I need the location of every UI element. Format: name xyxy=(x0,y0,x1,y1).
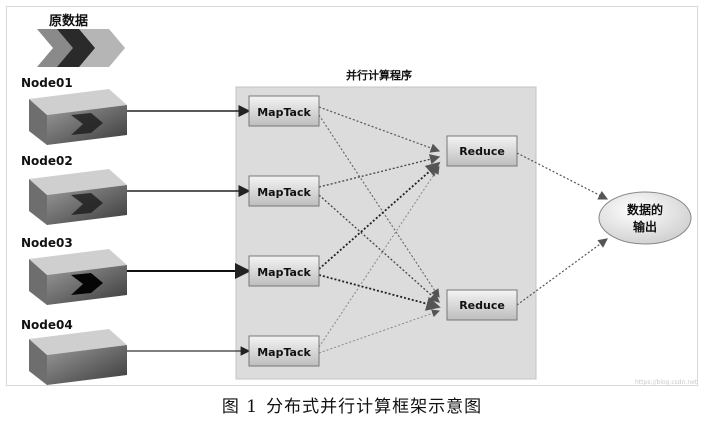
map1-to-reduce2-arrow xyxy=(318,114,440,298)
reduce2-to-output-arrow xyxy=(516,238,608,306)
node03-server-icon xyxy=(29,249,127,305)
map-task-3: MapTack xyxy=(248,255,320,287)
map4-to-reduce1-arrow xyxy=(318,166,440,348)
map3-to-reduce2-arrow xyxy=(318,274,441,311)
map-task-2-label: MapTack xyxy=(257,186,311,199)
map-task-1: MapTack xyxy=(248,95,320,127)
figure-number: 图 1 xyxy=(221,397,259,417)
mapreduce-diagram: 并行计算程序 原数据 xyxy=(21,13,692,385)
node02-label: Node02 xyxy=(21,154,73,168)
map-task-1-label: MapTack xyxy=(257,106,311,119)
source-label: 原数据 xyxy=(49,13,88,29)
node04-server-icon xyxy=(29,329,127,385)
map2-to-reduce1-arrow xyxy=(318,154,441,188)
reduce-task-1-label: Reduce xyxy=(459,145,505,158)
watermark: https://blog.csdn.net xyxy=(635,379,698,386)
output-node: 数据的 输出 xyxy=(598,191,692,245)
map-task-2: MapTack xyxy=(248,175,320,207)
reduce-task-2: Reduce xyxy=(446,289,518,321)
node03-label: Node03 xyxy=(21,236,73,250)
map-task-4: MapTack xyxy=(248,335,320,367)
node02-server-icon xyxy=(29,169,127,225)
shuffle-arrows xyxy=(318,106,609,354)
output-label-line1: 数据的 xyxy=(627,202,663,217)
reduce-task-1: Reduce xyxy=(446,135,518,167)
program-label: 并行计算程序 xyxy=(346,68,412,82)
map-task-4-label: MapTack xyxy=(257,346,311,359)
map4-to-reduce2-arrow xyxy=(318,309,440,354)
node01-label: Node01 xyxy=(21,76,73,90)
figure-caption: 图 1 分布式并行计算框架示意图 xyxy=(0,392,704,417)
program-region xyxy=(235,86,537,380)
figure-frame: 并行计算程序 原数据 xyxy=(6,6,698,386)
figure-caption-text: 分布式并行计算框架示意图 xyxy=(266,397,483,417)
map3-to-reduce1-arrow xyxy=(318,161,441,270)
reduce1-to-output-arrow xyxy=(516,152,609,200)
node01-server-icon xyxy=(29,89,127,145)
reduce-task-2-label: Reduce xyxy=(459,299,505,312)
map-task-3-label: MapTack xyxy=(257,266,311,279)
output-label-line2: 输出 xyxy=(633,219,657,234)
map1-to-reduce1-arrow xyxy=(318,106,441,153)
source-chevron-icon xyxy=(37,29,125,67)
node04-label: Node04 xyxy=(21,318,73,332)
map2-to-reduce2-arrow xyxy=(318,194,440,303)
